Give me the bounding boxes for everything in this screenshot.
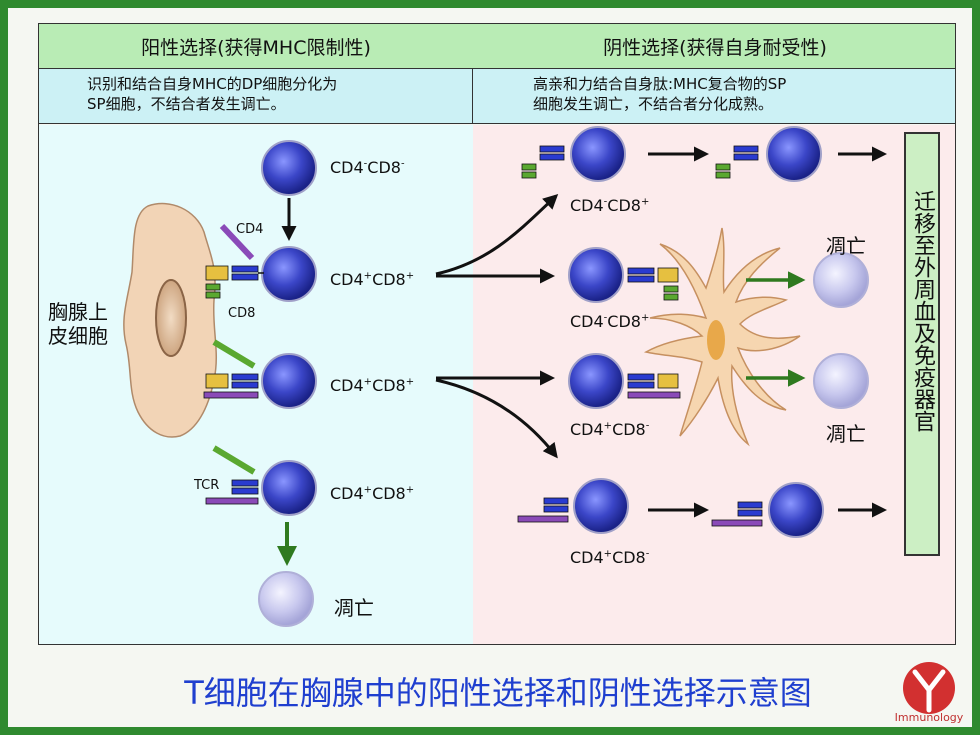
r4-label: CD4+CD8- <box>570 548 649 567</box>
dn-label-a-sup: - <box>363 158 368 170</box>
thymic-epithelial-label: 胸腺上 皮细胞 <box>48 300 108 348</box>
apoptosis-r-top-label: 凋亡 <box>826 234 866 258</box>
dp2-label-a: CD4 <box>330 376 364 395</box>
receptor-complex-dp3 <box>205 445 259 505</box>
sp-cd8-mature <box>766 126 822 182</box>
r1-label-b-sup: + <box>640 196 650 208</box>
dp2-label: CD4+CD8+ <box>330 376 414 395</box>
r4-label-a: CD4 <box>570 548 604 567</box>
dp-thymocyte-2 <box>261 353 317 409</box>
dn-label: CD4-CD8- <box>330 158 405 177</box>
negative-desc-line-2: 细胞发生调亡，不结合者分化成熟。 <box>533 95 774 113</box>
receptor-complex-r1 <box>521 145 565 179</box>
dp-thymocyte-3 <box>261 460 317 516</box>
epithelial-nucleus <box>155 279 187 357</box>
positive-desc-line-2: SP细胞，不结合者发生调亡。 <box>87 95 286 113</box>
apoptotic-cell-r-top <box>813 252 869 308</box>
dp2-label-a-sup: + <box>363 376 373 388</box>
r2-label-a-sup: - <box>603 312 608 324</box>
dp2-label-b: CD8 <box>372 376 406 395</box>
apoptotic-cell-left <box>258 571 314 627</box>
r1-label: CD4-CD8+ <box>570 196 649 215</box>
dn-thymocyte <box>261 140 317 196</box>
receptor-complex-r3 <box>627 373 681 399</box>
apoptotic-cell-r-bottom <box>813 353 869 409</box>
immunology-logo <box>903 662 955 714</box>
diagram-title: T细胞在胸腺中的阳性选择和阴性选择示意图 <box>184 674 812 712</box>
receptor-complex-dp2 <box>203 339 259 399</box>
r3-label-a-sup: + <box>603 420 613 432</box>
negative-desc-line-1: 高亲和力结合自身肽:MHC复合物的SP <box>533 75 787 93</box>
dp1-label-a-sup: + <box>363 270 373 282</box>
slide: 阳性选择(获得MHC限制性) 阴性选择(获得自身耐受性) 识别和结合自身MHC的… <box>8 8 972 727</box>
arrow-dp2-to-cd4 <box>435 378 558 459</box>
positive-selection-header: 阳性选择(获得MHC限制性) <box>39 24 474 69</box>
receptor-complex-dp1 <box>205 223 264 299</box>
r3-label: CD4+CD8- <box>570 420 649 439</box>
negative-selection-description: 高亲和力结合自身肽:MHC复合物的SP 细胞发生调亡，不结合者分化成熟。 <box>473 69 955 124</box>
thymic-epithelial-label-line-2: 皮细胞 <box>48 324 108 348</box>
dp1-label: CD4+CD8+ <box>330 270 414 289</box>
sp-cd8-cell <box>570 126 626 182</box>
migration-box: 迁移至外周血及免疫器官 <box>904 132 940 556</box>
r2-label-b: CD8 <box>607 312 641 331</box>
dp1-label-a: CD4 <box>330 270 364 289</box>
receptor-complex-r4 <box>517 497 569 523</box>
dendritic-nucleus <box>707 320 725 360</box>
r1-label-a: CD4 <box>570 196 604 215</box>
dp1-label-b-sup: + <box>405 270 415 282</box>
cd8-molecule-label: CD8 <box>228 306 256 321</box>
positive-desc-line-1: 识别和结合自身MHC的DP细胞分化为 <box>87 75 338 93</box>
dn-label-b-sup: - <box>400 158 405 170</box>
cd4-molecule-label: CD4 <box>236 222 264 237</box>
receptor-complex-r2 <box>627 267 679 301</box>
sp-cd4-mature <box>768 482 824 538</box>
receptor-complex-r1-mature <box>715 145 759 179</box>
r2-label-a: CD4 <box>570 312 604 331</box>
r1-label-a-sup: - <box>603 196 608 208</box>
dp-thymocyte-1 <box>261 246 317 302</box>
dp3-label: CD4+CD8+ <box>330 484 414 503</box>
dn-label-b: CD8 <box>367 158 401 177</box>
sp-cd4-cell <box>573 478 629 534</box>
r4-label-a-sup: + <box>603 548 613 560</box>
sp-cd4-binding <box>568 353 624 409</box>
dp1-label-b: CD8 <box>372 270 406 289</box>
positive-selection-description: 识别和结合自身MHC的DP细胞分化为 SP细胞，不结合者发生调亡。 <box>39 69 473 124</box>
apoptosis-r-bottom-label: 凋亡 <box>826 422 866 446</box>
thymic-epithelial-label-line-1: 胸腺上 <box>48 300 108 324</box>
dp3-label-a: CD4 <box>330 484 364 503</box>
tcr-molecule-label: TCR <box>194 478 220 493</box>
r2-label: CD4-CD8+ <box>570 312 649 331</box>
r4-label-b-sup: - <box>645 548 650 560</box>
r4-label-b: CD8 <box>612 548 646 567</box>
arrow-dp1-to-cd8 <box>435 193 559 276</box>
r3-label-b: CD8 <box>612 420 646 439</box>
dp3-label-a-sup: + <box>363 484 373 496</box>
sp-cd8-binding <box>568 247 624 303</box>
r3-label-b-sup: - <box>645 420 650 432</box>
negative-selection-header: 阴性选择(获得自身耐受性) <box>473 24 955 69</box>
dp2-label-b-sup: + <box>405 376 415 388</box>
r2-label-b-sup: + <box>640 312 650 324</box>
dp3-label-b: CD8 <box>372 484 406 503</box>
r1-label-b: CD8 <box>607 196 641 215</box>
diagram-graphics <box>123 126 887 627</box>
immunology-logo-text: Immunology <box>894 711 964 724</box>
receptor-complex-r4-mature <box>711 501 763 527</box>
dp3-label-b-sup: + <box>405 484 415 496</box>
dn-label-a: CD4 <box>330 158 364 177</box>
apoptosis-left-label: 凋亡 <box>334 596 374 620</box>
r3-label-a: CD4 <box>570 420 604 439</box>
